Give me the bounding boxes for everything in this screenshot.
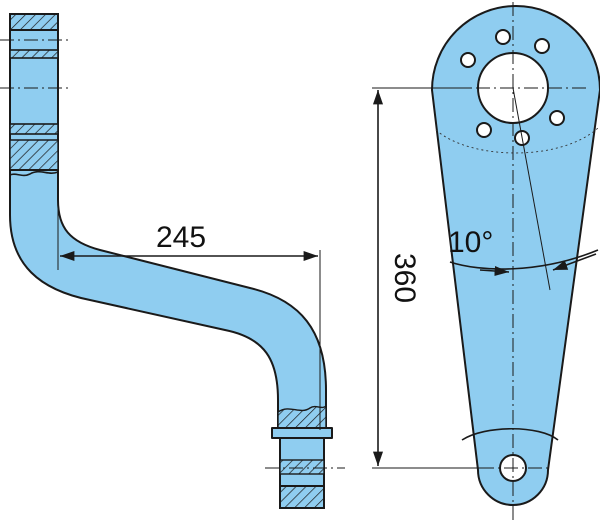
angle-arc bbox=[449, 249, 599, 270]
bolt-hole-5 bbox=[476, 122, 492, 138]
bolt-hole-1 bbox=[495, 29, 511, 45]
dim-245-label: 245 bbox=[156, 221, 206, 254]
bolt-hole-6 bbox=[460, 52, 476, 68]
arm-side-view: 245 bbox=[0, 13, 345, 509]
arm-plate bbox=[431, 5, 600, 506]
arm-front-view: 360 10° bbox=[372, 2, 600, 521]
lower-hatch-break bbox=[277, 404, 327, 431]
angle-label: 10° bbox=[448, 226, 493, 259]
upper-hatch-top bbox=[9, 13, 59, 31]
dim-360-label: 360 bbox=[388, 253, 421, 303]
bolt-hole-3 bbox=[549, 110, 565, 126]
upper-hatch-mid bbox=[9, 49, 59, 59]
bolt-hole-2 bbox=[534, 38, 550, 54]
lower-collar bbox=[271, 427, 333, 439]
lower-hatch-mid bbox=[279, 459, 325, 475]
upper-hatch-low bbox=[9, 123, 59, 135]
bottom-boss-line bbox=[461, 428, 559, 441]
bolt-hole-circle bbox=[460, 29, 565, 146]
arm-body bbox=[9, 169, 327, 431]
lower-hatch-bottom bbox=[279, 485, 325, 509]
angle-ray bbox=[512, 87, 551, 291]
angle-arrow-right bbox=[552, 253, 597, 271]
angle-arrow-left bbox=[479, 265, 510, 277]
upper-break-line bbox=[9, 170, 59, 177]
